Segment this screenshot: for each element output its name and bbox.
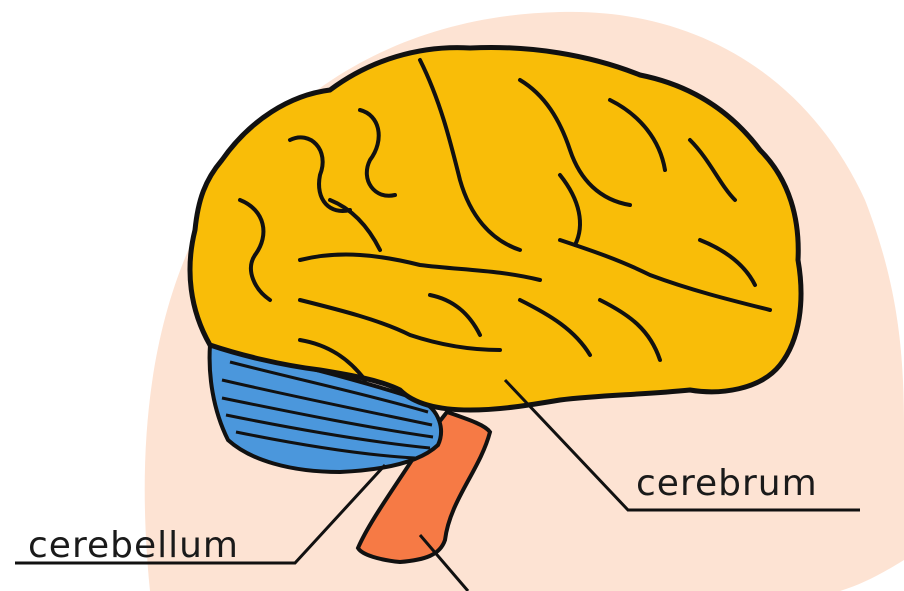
cerebrum-label: cerebrum [636,466,818,502]
cerebellum-label: cerebellum [28,528,239,564]
cerebrum [190,47,801,410]
